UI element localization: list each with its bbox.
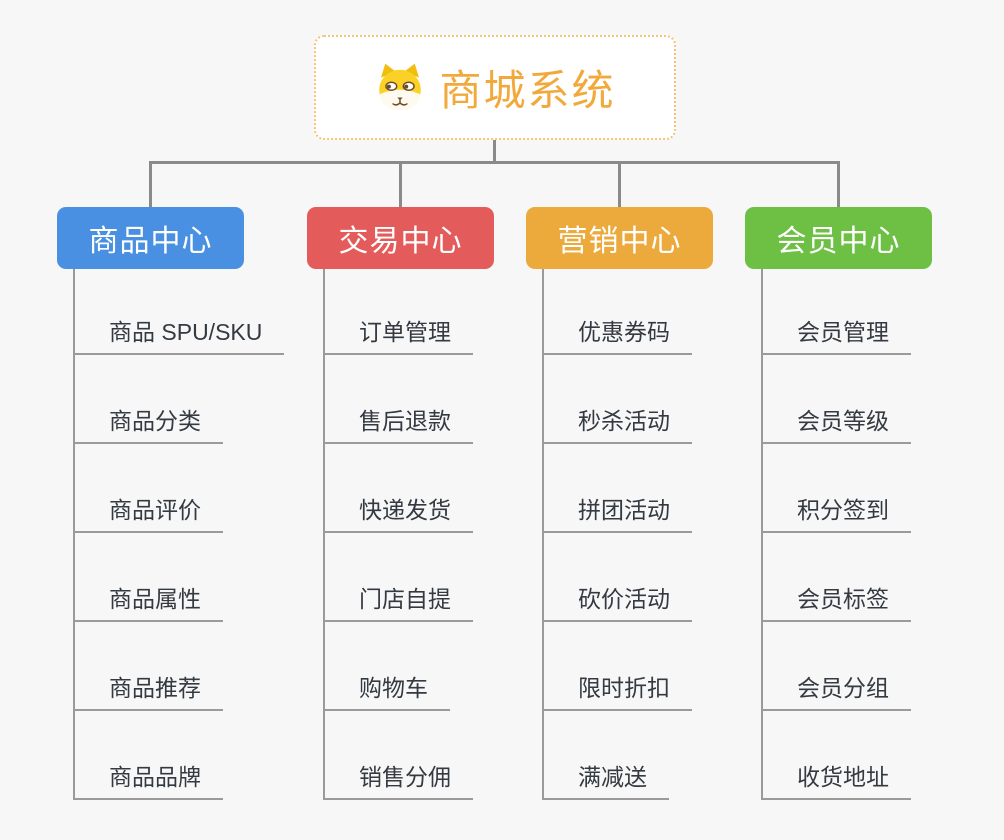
child-node[interactable]: 门店自提 — [325, 533, 473, 622]
child-node[interactable]: 商品推荐 — [75, 622, 223, 711]
child-node[interactable]: 收货地址 — [763, 711, 911, 800]
branch-node-member[interactable]: 会员中心 — [745, 207, 932, 269]
root-node[interactable]: 商城系统 — [314, 35, 676, 140]
connector-branch1-stub — [149, 161, 152, 209]
connector-branch4-stub — [837, 161, 840, 209]
child-node[interactable]: 订单管理 — [325, 269, 473, 355]
child-node[interactable]: 快递发货 — [325, 444, 473, 533]
branch-node-trade[interactable]: 交易中心 — [307, 207, 494, 269]
branch-children-product: 商品 SPU/SKU 商品分类 商品评价 商品属性 商品推荐 商品品牌 — [73, 269, 285, 800]
child-node[interactable]: 售后退款 — [325, 355, 473, 444]
child-node[interactable]: 积分签到 — [763, 444, 911, 533]
branch-product-center: 商品中心 商品 SPU/SKU 商品分类 商品评价 商品属性 商品推荐 商品品牌 — [57, 207, 285, 800]
branch-marketing-center: 营销中心 优惠券码 秒杀活动 拼团活动 砍价活动 限时折扣 满减送 — [526, 207, 713, 800]
branch-node-marketing[interactable]: 营销中心 — [526, 207, 713, 269]
child-node[interactable]: 拼团活动 — [544, 444, 692, 533]
child-node[interactable]: 满减送 — [544, 711, 669, 800]
child-node[interactable]: 商品 SPU/SKU — [75, 269, 285, 355]
connector-branch2-stub — [399, 161, 402, 209]
child-node[interactable]: 商品品牌 — [75, 711, 223, 800]
child-node[interactable]: 商品分类 — [75, 355, 223, 444]
child-node[interactable]: 商品属性 — [75, 533, 223, 622]
child-node[interactable]: 限时折扣 — [544, 622, 692, 711]
branch-member-center: 会员中心 会员管理 会员等级 积分签到 会员标签 会员分组 收货地址 — [745, 207, 932, 800]
child-node[interactable]: 销售分佣 — [325, 711, 473, 800]
root-node-label: 商城系统 — [439, 67, 616, 114]
dog-emoji-icon — [374, 62, 426, 114]
child-node[interactable]: 商品评价 — [75, 444, 223, 533]
branch-children-trade: 订单管理 售后退款 快递发货 门店自提 购物车 销售分佣 — [323, 269, 473, 800]
child-node[interactable]: 会员分组 — [763, 622, 911, 711]
branch-trade-center: 交易中心 订单管理 售后退款 快递发货 门店自提 购物车 销售分佣 — [307, 207, 494, 800]
child-node[interactable]: 会员等级 — [763, 355, 911, 444]
branch-node-product[interactable]: 商品中心 — [57, 207, 244, 269]
child-node[interactable]: 会员管理 — [763, 269, 911, 355]
connector-root-stub — [493, 138, 496, 164]
child-node[interactable]: 砍价活动 — [544, 533, 692, 622]
child-node[interactable]: 会员标签 — [763, 533, 911, 622]
connector-bus-line — [149, 161, 840, 164]
connector-branch3-stub — [618, 161, 621, 209]
branch-children-marketing: 优惠券码 秒杀活动 拼团活动 砍价活动 限时折扣 满减送 — [542, 269, 692, 800]
branch-children-member: 会员管理 会员等级 积分签到 会员标签 会员分组 收货地址 — [761, 269, 911, 800]
child-node[interactable]: 秒杀活动 — [544, 355, 692, 444]
child-node[interactable]: 购物车 — [325, 622, 450, 711]
child-node[interactable]: 优惠券码 — [544, 269, 692, 355]
